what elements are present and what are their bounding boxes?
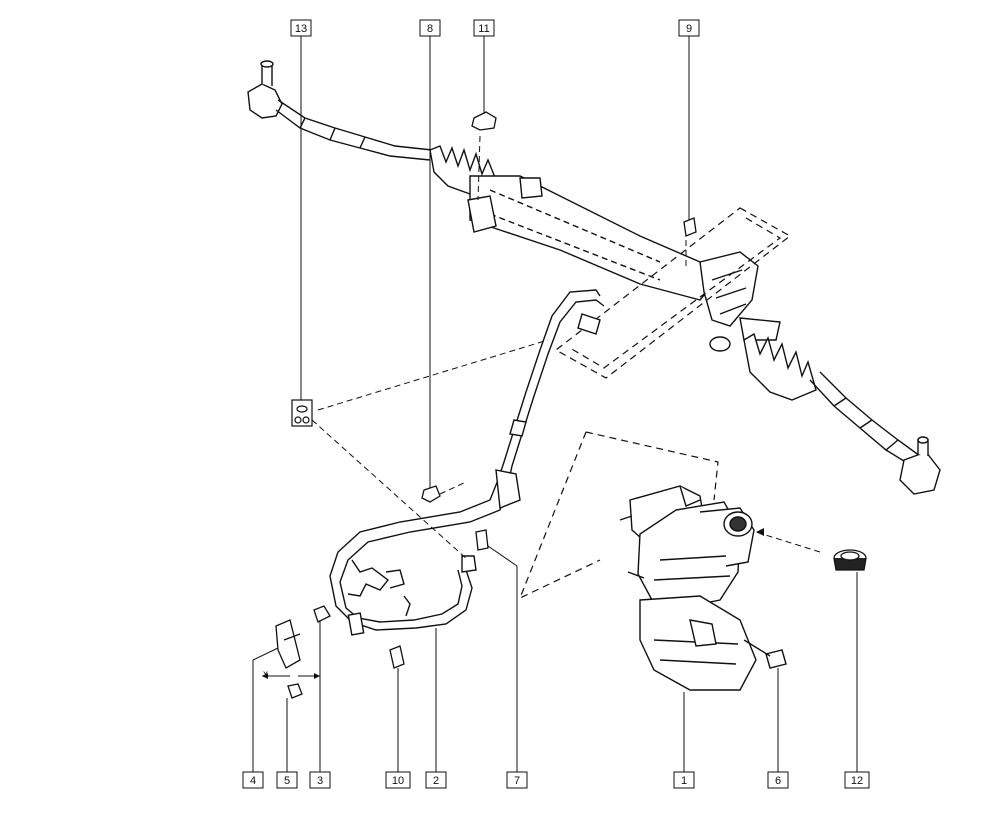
arrow-head [756, 528, 764, 536]
small-fasteners [275, 111, 697, 699]
svg-text:12: 12 [851, 775, 863, 787]
svg-text:9: 9 [686, 23, 692, 35]
electric-pump-unit [619, 485, 787, 691]
reference-box-upper [554, 207, 792, 379]
assembly-lines [311, 135, 821, 561]
callout-10: 10 [385, 771, 411, 789]
callout-12: 12 [844, 771, 870, 789]
hydraulic-pipe-assembly [329, 289, 605, 636]
svg-text:13: 13 [295, 23, 307, 35]
svg-text:10: 10 [392, 775, 404, 787]
o-ring-set [291, 399, 313, 427]
svg-text:2: 2 [433, 775, 439, 787]
leader-lines [252, 36, 858, 772]
svg-text:1: 1 [681, 775, 687, 787]
callout-9: 9 [678, 19, 700, 37]
svg-text:8: 8 [427, 23, 433, 35]
steering-rack [247, 60, 941, 495]
svg-text:3: 3 [317, 775, 323, 787]
svg-text:7: 7 [514, 775, 520, 787]
callout-7: 7 [506, 771, 528, 789]
callout-1: 1 [673, 771, 695, 789]
callout-2: 2 [425, 771, 447, 789]
callout-8: 8 [419, 19, 441, 37]
svg-text:11: 11 [478, 23, 489, 35]
callout-11: 11 [473, 19, 495, 37]
grommet-ring [833, 549, 867, 571]
svg-text:5: 5 [284, 775, 290, 787]
svg-text:4: 4 [250, 775, 256, 787]
svg-text:6: 6 [775, 775, 781, 787]
callout-5: 5 [276, 771, 298, 789]
callout-13: 13 [290, 19, 312, 37]
callout-3: 3 [309, 771, 331, 789]
callout-4: 4 [242, 771, 264, 789]
reference-box-lower [518, 431, 719, 600]
callout-6: 6 [767, 771, 789, 789]
